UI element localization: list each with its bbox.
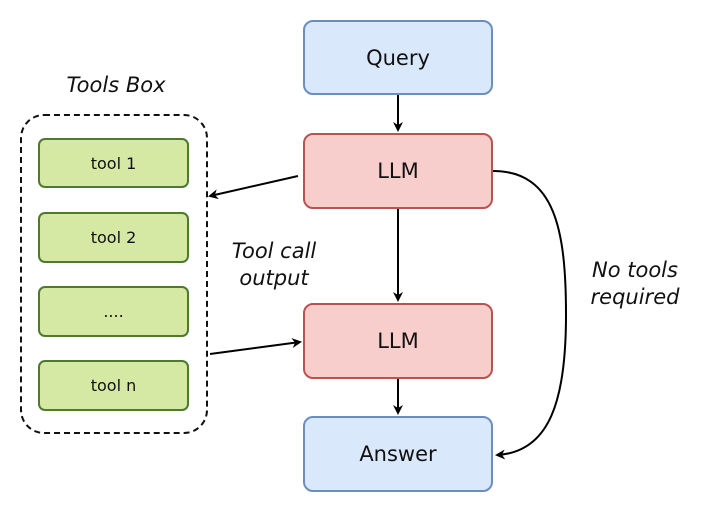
tools-box-title: Tools Box [66,73,166,97]
tool-2-box: tool 2 [38,212,189,263]
edge-tools-to-llm [209,338,302,355]
edge-no-tools-curve [492,170,568,460]
tool-1-box: tool 1 [38,138,189,188]
tool-call-output-label: Tool call output [231,239,317,290]
tool-ellipsis-box: .... [38,286,189,337]
llm-node-second: LLM [303,303,493,379]
tool-n-box: tool n [38,360,189,411]
no-tools-required-label: No tools required [590,258,680,309]
llm-node-first: LLM [303,133,493,209]
edge-llm-to-tools [208,175,299,200]
query-node: Query [303,20,493,95]
answer-node: Answer [303,416,493,492]
tools-box [20,114,208,434]
